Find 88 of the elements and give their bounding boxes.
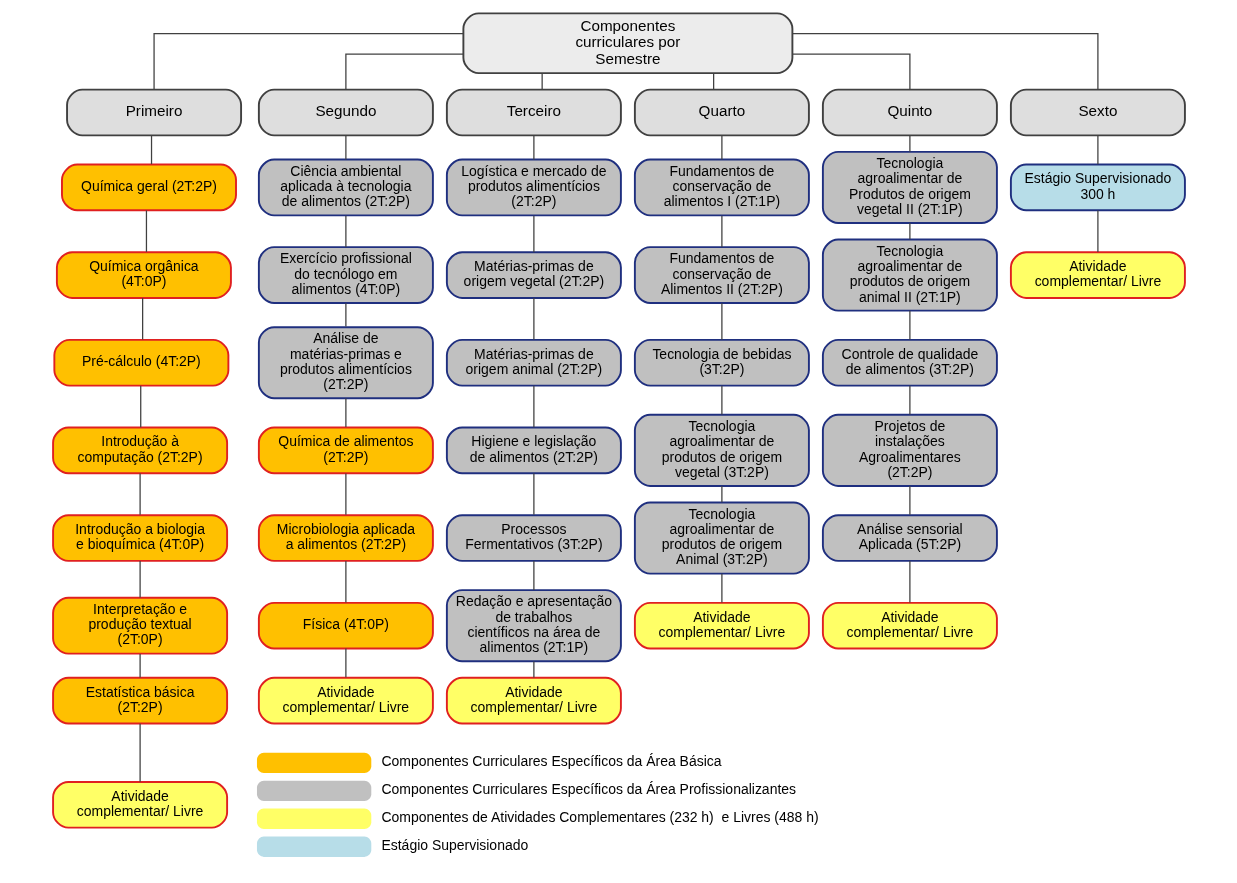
connector bbox=[791, 53, 911, 91]
node-box: Atividade complementar/ Livre bbox=[1009, 251, 1186, 299]
connector bbox=[720, 302, 723, 341]
connector bbox=[720, 573, 723, 603]
node-box: Atividade complementar/ Livre bbox=[633, 601, 810, 650]
connector bbox=[141, 297, 143, 341]
node-box: Introdução à computação (2T:2P) bbox=[51, 426, 228, 475]
node-box: Ciência ambiental aplicada à tecnologia de alimentos (2T:2P) bbox=[257, 158, 434, 217]
node-box: Atividade complementar/ Livre bbox=[445, 676, 622, 725]
legend-label: Componentes de Atividades Complementares (232 h) e Livres (488 h) bbox=[380, 809, 819, 826]
node-box: Quarto bbox=[633, 88, 810, 137]
legend-label: Componentes Curriculares Específicos da Área Básica bbox=[380, 753, 722, 770]
connector bbox=[720, 485, 723, 503]
node-box: Exercício profissional do tecnólogo em alimentos (4T:0P) bbox=[257, 246, 434, 304]
connector bbox=[908, 485, 911, 516]
node-box: Física (4T:0P) bbox=[257, 601, 434, 650]
connector bbox=[532, 385, 535, 428]
legend-label: Estágio Supervisionado bbox=[380, 837, 528, 854]
node-box: Tecnologia agroalimentar de produtos de origem Animal (3T:2P) bbox=[633, 501, 810, 575]
connector bbox=[138, 723, 141, 783]
node-box: Redação e apresentação de trabalhos científicos na área de alimentos (2T:1P) bbox=[445, 589, 622, 663]
node-box: Microbiologia aplicada a alimentos (2T:2P) bbox=[257, 514, 434, 562]
connector bbox=[532, 472, 535, 516]
connector bbox=[720, 385, 723, 416]
connector bbox=[344, 53, 464, 91]
connector bbox=[344, 560, 347, 604]
node-box: Quinto bbox=[821, 88, 998, 137]
node-box: Primeiro bbox=[65, 88, 242, 137]
node-box: Tecnologia de bebidas (3T:2P) bbox=[633, 338, 810, 387]
connector bbox=[344, 302, 347, 328]
node-box: Atividade complementar/ Livre bbox=[821, 601, 998, 650]
node-box: Pré-cálculo (4T:2P) bbox=[52, 338, 229, 387]
node-box: Interpretação e produção textual (2T:0P) bbox=[51, 596, 228, 655]
connector bbox=[532, 215, 535, 253]
node-box: Estatística básica (2T:2P) bbox=[51, 676, 228, 725]
node-box: Fundamentos de conservação de Alimentos II (2T:2P) bbox=[633, 246, 810, 304]
connector bbox=[532, 560, 535, 591]
connector bbox=[532, 660, 535, 679]
connector bbox=[720, 134, 723, 161]
connector bbox=[138, 653, 141, 679]
node-box: Tecnologia agroalimentar de produtos de origem vegetal (3T:2P) bbox=[633, 413, 810, 487]
connector bbox=[908, 560, 911, 604]
connector bbox=[139, 385, 141, 428]
node-box: Fundamentos de conservação de alimentos I (2T:1P) bbox=[633, 158, 810, 217]
node-box: Processos Fermentativos (3T:2P) bbox=[445, 514, 622, 562]
connector bbox=[791, 33, 1099, 90]
connector bbox=[532, 134, 535, 161]
node-box: Análise sensorial Aplicada (5T:2P) bbox=[821, 514, 998, 562]
node-box: Atividade complementar/ Livre bbox=[257, 676, 434, 725]
node-box: Higiene e legislação de alimentos (2T:2P) bbox=[445, 426, 622, 475]
connector bbox=[152, 33, 464, 90]
connector bbox=[145, 209, 147, 253]
node-box: Terceiro bbox=[445, 88, 622, 137]
connector bbox=[532, 297, 535, 341]
node-box: Introdução a biologia e bioquímica (4T:0P) bbox=[51, 514, 228, 562]
node-box: Química orgânica (4T:0P) bbox=[55, 251, 232, 299]
legend-label: Componentes Curriculares Específicos da Área Profissionalizantes bbox=[380, 781, 796, 798]
connector bbox=[1096, 134, 1099, 165]
node-box: Tecnologia agroalimentar de produtos de origem animal II (2T:1P) bbox=[821, 238, 998, 312]
node-box: Análise de matérias-primas e produtos alimentícios (2T:2P) bbox=[257, 326, 434, 400]
connector bbox=[908, 385, 911, 416]
node-box: Química de alimentos (2T:2P) bbox=[257, 426, 434, 475]
connector bbox=[344, 647, 347, 678]
node-box: Controle de qualidade de alimentos (3T:2P) bbox=[821, 338, 998, 387]
node-box: Sexto bbox=[1009, 88, 1186, 137]
connector bbox=[344, 215, 347, 248]
node-box: Tecnologia agroalimentar de Produtos de origem vegetal II (2T:1P) bbox=[821, 150, 998, 224]
node-box: Componentes curriculares por Semestre bbox=[461, 12, 793, 75]
node-box: Estágio Supervisionado 300 h bbox=[1009, 163, 1186, 212]
connector bbox=[344, 472, 347, 516]
connector bbox=[344, 397, 347, 428]
connector bbox=[138, 472, 141, 516]
connector bbox=[1096, 209, 1099, 253]
connector bbox=[908, 310, 911, 341]
connector bbox=[720, 215, 723, 248]
connector bbox=[908, 222, 911, 240]
node-box: Segundo bbox=[257, 88, 434, 137]
connector bbox=[138, 560, 141, 599]
connector bbox=[908, 134, 911, 153]
connector bbox=[541, 72, 543, 91]
connector bbox=[150, 134, 152, 165]
node-box: Matérias-primas de origem vegetal (2T:2P) bbox=[445, 251, 622, 299]
connector bbox=[344, 134, 347, 161]
node-box: Química geral (2T:2P) bbox=[60, 163, 237, 212]
node-box: Projetos de instalações Agroalimentares (2T:2P) bbox=[821, 413, 998, 487]
node-box: Atividade complementar/ Livre bbox=[51, 781, 228, 829]
node-box: Matérias-primas de origem animal (2T:2P) bbox=[445, 338, 622, 387]
node-box: Logística e mercado de produtos alimentícios (2T:2P) bbox=[445, 158, 622, 217]
